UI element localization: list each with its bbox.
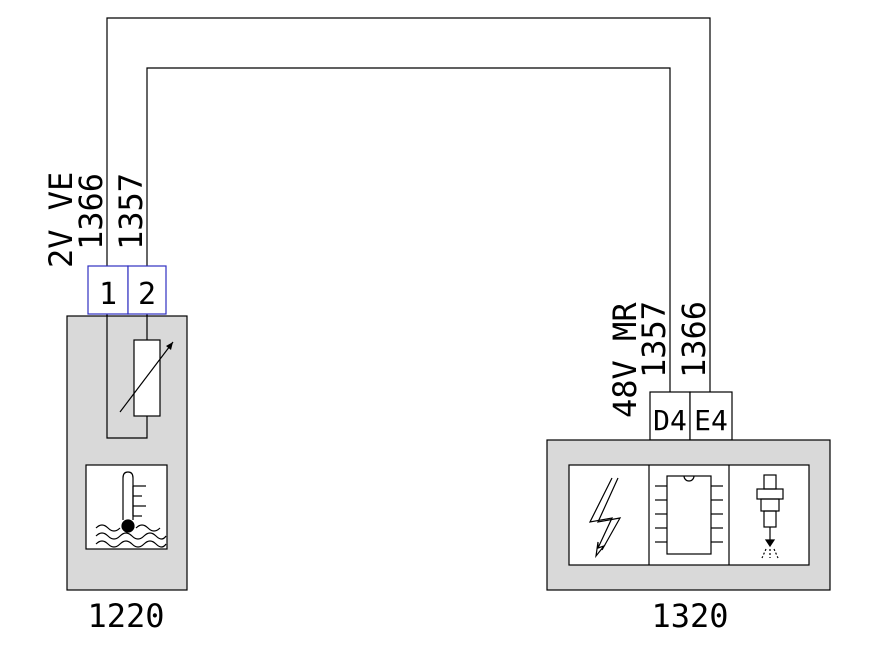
right-wire-1357-label: 1357 xyxy=(635,301,673,378)
left-connector[interactable]: 1 2 xyxy=(87,265,167,315)
right-connector[interactable]: D4 E4 xyxy=(649,391,733,441)
wire-1357[interactable] xyxy=(146,67,671,440)
left-connector-pin1: 1 xyxy=(99,277,117,312)
right-wire-labels: 48V MR 1357 1366 xyxy=(606,301,713,418)
left-connector-pin2: 2 xyxy=(138,277,156,312)
left-module[interactable] xyxy=(66,315,188,591)
right-connector-pin2: E4 xyxy=(694,404,728,437)
variable-resistor-icon xyxy=(119,339,174,417)
left-module-id: 1220 xyxy=(87,597,164,635)
chip-icon xyxy=(655,475,723,555)
left-wire-labels: 2V VE 1366 1357 xyxy=(42,172,150,268)
injector-icon xyxy=(756,474,784,559)
lightning-bolt-icon xyxy=(588,477,622,559)
right-connector-pin1: D4 xyxy=(653,404,687,437)
wire-1366[interactable] xyxy=(106,17,711,440)
left-wire-1357-label: 1357 xyxy=(112,173,150,250)
left-wire-1366-label: 1366 xyxy=(72,173,110,250)
coolant-temperature-icon xyxy=(85,464,168,550)
right-wire-1366-label: 1366 xyxy=(675,301,713,378)
right-module-id: 1320 xyxy=(651,597,728,635)
right-module[interactable] xyxy=(546,439,831,591)
right-color-code: 48V MR xyxy=(606,302,644,418)
left-color-code: 2V VE xyxy=(42,172,80,268)
